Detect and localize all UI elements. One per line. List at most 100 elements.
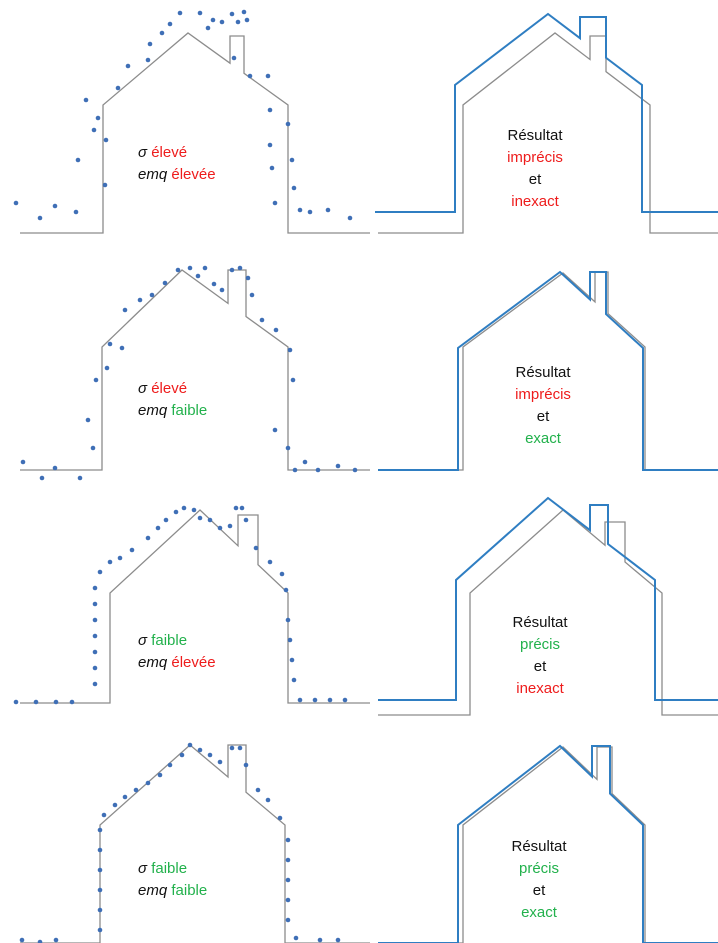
sample-point: [187, 742, 193, 748]
sample-point: [267, 107, 273, 113]
sample-point: [237, 745, 243, 751]
sample-point: [265, 73, 271, 79]
sample-point: [157, 772, 163, 778]
sigma-value: élevé: [151, 380, 188, 397]
sample-point: [243, 762, 249, 768]
sample-point: [285, 445, 291, 451]
sample-point: [97, 927, 103, 933]
result-joiner: et: [532, 882, 546, 899]
row4-stats: σ faible emq faible: [138, 858, 207, 902]
sample-point: [95, 115, 101, 121]
sample-points-row2: [20, 265, 358, 481]
sample-point: [272, 427, 278, 433]
sample-point: [91, 127, 97, 133]
sample-point: [103, 137, 109, 143]
sample-point: [191, 507, 197, 513]
sample-point: [243, 517, 249, 523]
sample-point: [302, 459, 308, 465]
sample-point: [92, 633, 98, 639]
sample-point: [347, 215, 353, 221]
reference-house-right-3: [378, 509, 718, 716]
sample-point: [207, 517, 213, 523]
reference-house-left-1: [20, 32, 370, 234]
sample-point: [335, 937, 341, 943]
sample-point: [97, 827, 103, 833]
sample-point: [125, 63, 131, 69]
sample-point: [33, 699, 39, 705]
sample-point: [97, 867, 103, 873]
sample-point: [285, 121, 291, 127]
sample-point: [177, 10, 183, 16]
sample-point: [291, 185, 297, 191]
sample-point: [104, 365, 110, 371]
sample-point: [237, 265, 243, 271]
sample-point: [235, 19, 241, 25]
sample-point: [112, 802, 118, 808]
sample-point: [219, 287, 225, 293]
sample-point: [92, 601, 98, 607]
sample-point: [239, 505, 245, 511]
sample-point: [211, 281, 217, 287]
sample-point: [77, 475, 83, 481]
sample-point: [97, 847, 103, 853]
sample-point: [202, 265, 208, 271]
sample-point: [342, 697, 348, 703]
sample-point: [129, 547, 135, 553]
sample-point: [145, 57, 151, 63]
estimate-house-3: [378, 496, 718, 701]
emq-value: faible: [171, 402, 208, 419]
sample-point: [285, 857, 291, 863]
sample-point: [75, 157, 81, 163]
result-precision: précis: [519, 636, 560, 653]
sample-point: [37, 939, 43, 943]
sample-point: [167, 762, 173, 768]
estimate-house-4: [378, 744, 718, 943]
sigma-symbol: σ: [138, 144, 148, 161]
emq-symbol: emq: [138, 654, 168, 671]
sigma-value: faible: [151, 632, 188, 649]
sample-point: [244, 17, 250, 23]
sample-point: [269, 165, 275, 171]
sample-point: [155, 525, 161, 531]
sample-point: [175, 267, 181, 273]
sample-point: [253, 545, 259, 551]
sample-point: [101, 812, 107, 818]
sample-point: [145, 780, 151, 786]
sample-point: [247, 73, 253, 79]
sample-point: [289, 157, 295, 163]
sample-point: [217, 759, 223, 765]
result-joiner: et: [536, 408, 550, 425]
sample-point: [285, 897, 291, 903]
sample-point: [259, 317, 265, 323]
sample-point: [273, 327, 279, 333]
sample-point: [92, 665, 98, 671]
result-title: Résultat: [512, 614, 568, 631]
sample-point: [297, 697, 303, 703]
sample-point: [181, 505, 187, 511]
row1-result: Résultat imprécis et inexact: [475, 125, 595, 213]
sample-point: [159, 30, 165, 36]
sample-point: [197, 10, 203, 16]
sample-point: [117, 555, 123, 561]
sample-point: [107, 341, 113, 347]
sample-point: [287, 347, 293, 353]
sample-point: [52, 203, 58, 209]
sample-point: [167, 21, 173, 27]
sample-point: [335, 463, 341, 469]
sample-point: [20, 459, 26, 465]
sample-point: [233, 505, 239, 511]
sample-point: [92, 649, 98, 655]
sample-point: [289, 657, 295, 663]
sample-point: [197, 747, 203, 753]
sample-point: [312, 697, 318, 703]
sample-point: [92, 617, 98, 623]
result-accuracy: exact: [525, 430, 561, 447]
sample-point: [315, 467, 321, 473]
sample-point: [52, 465, 58, 471]
sample-point: [13, 200, 19, 206]
sample-point: [163, 517, 169, 523]
sample-point: [197, 515, 203, 521]
sample-point: [207, 752, 213, 758]
sample-point: [187, 265, 193, 271]
sample-point: [279, 571, 285, 577]
